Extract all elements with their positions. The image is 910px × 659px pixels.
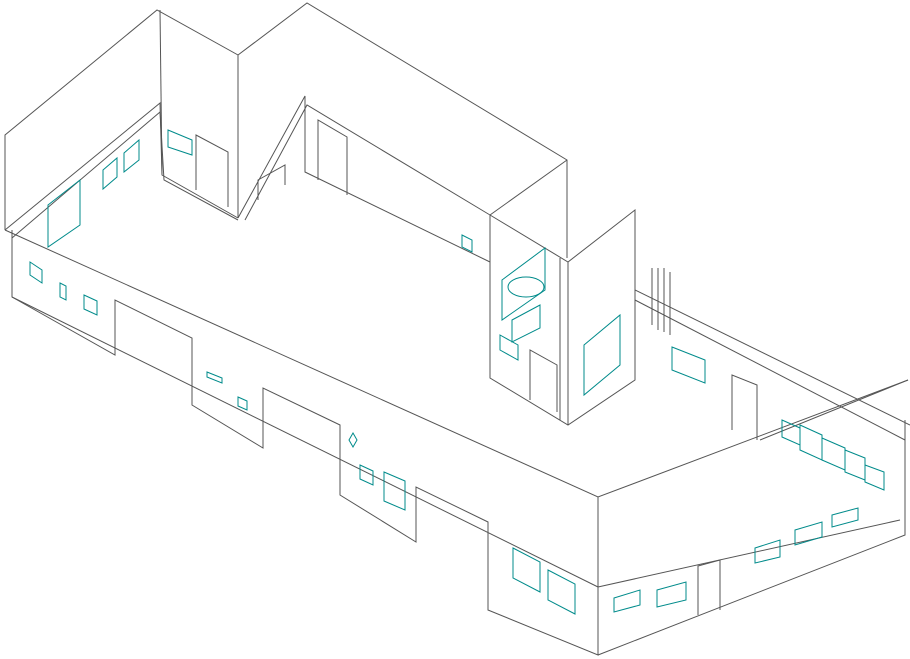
windows <box>29 129 885 615</box>
main-slab-front-wall <box>11 230 599 656</box>
window <box>511 304 541 343</box>
window <box>583 313 621 397</box>
window <box>348 431 358 449</box>
window <box>83 294 98 316</box>
window <box>844 449 866 481</box>
door <box>529 349 558 412</box>
window <box>237 396 248 411</box>
wall-edge <box>489 159 568 216</box>
door <box>257 164 286 200</box>
wall-edge <box>11 296 599 588</box>
window <box>29 261 43 284</box>
wall-edge <box>244 104 491 221</box>
main-slab-right-wall <box>597 420 906 656</box>
window <box>507 276 545 298</box>
wall-edge <box>11 110 239 239</box>
window <box>799 424 823 461</box>
window <box>206 371 223 384</box>
window <box>123 138 140 174</box>
wall-edge <box>759 379 909 441</box>
left-wing-outline <box>4 9 239 230</box>
window <box>781 419 801 446</box>
window <box>102 156 118 191</box>
door <box>697 559 721 615</box>
wall-edge <box>4 101 239 231</box>
wall-edge <box>597 519 901 588</box>
window <box>47 178 81 248</box>
window <box>359 464 374 486</box>
window <box>59 282 67 301</box>
door <box>731 374 758 440</box>
window <box>794 521 823 546</box>
window <box>383 471 406 511</box>
door <box>317 119 348 195</box>
wall-edge <box>634 289 910 426</box>
wall-edge <box>237 95 491 263</box>
window <box>167 129 193 156</box>
walls <box>4 2 910 656</box>
window <box>512 547 541 593</box>
window <box>754 539 781 564</box>
tower-outline <box>489 208 636 426</box>
back-wing-outline <box>237 2 568 258</box>
window <box>461 234 473 253</box>
window <box>864 464 885 491</box>
window <box>831 507 859 528</box>
window <box>501 247 546 321</box>
window <box>821 437 846 471</box>
door <box>195 134 229 207</box>
window <box>499 334 519 361</box>
window <box>547 569 576 615</box>
window <box>613 589 641 613</box>
wall-edge <box>634 299 906 441</box>
main-slab-top-edge <box>4 229 909 498</box>
window <box>656 581 687 608</box>
window <box>671 346 706 384</box>
